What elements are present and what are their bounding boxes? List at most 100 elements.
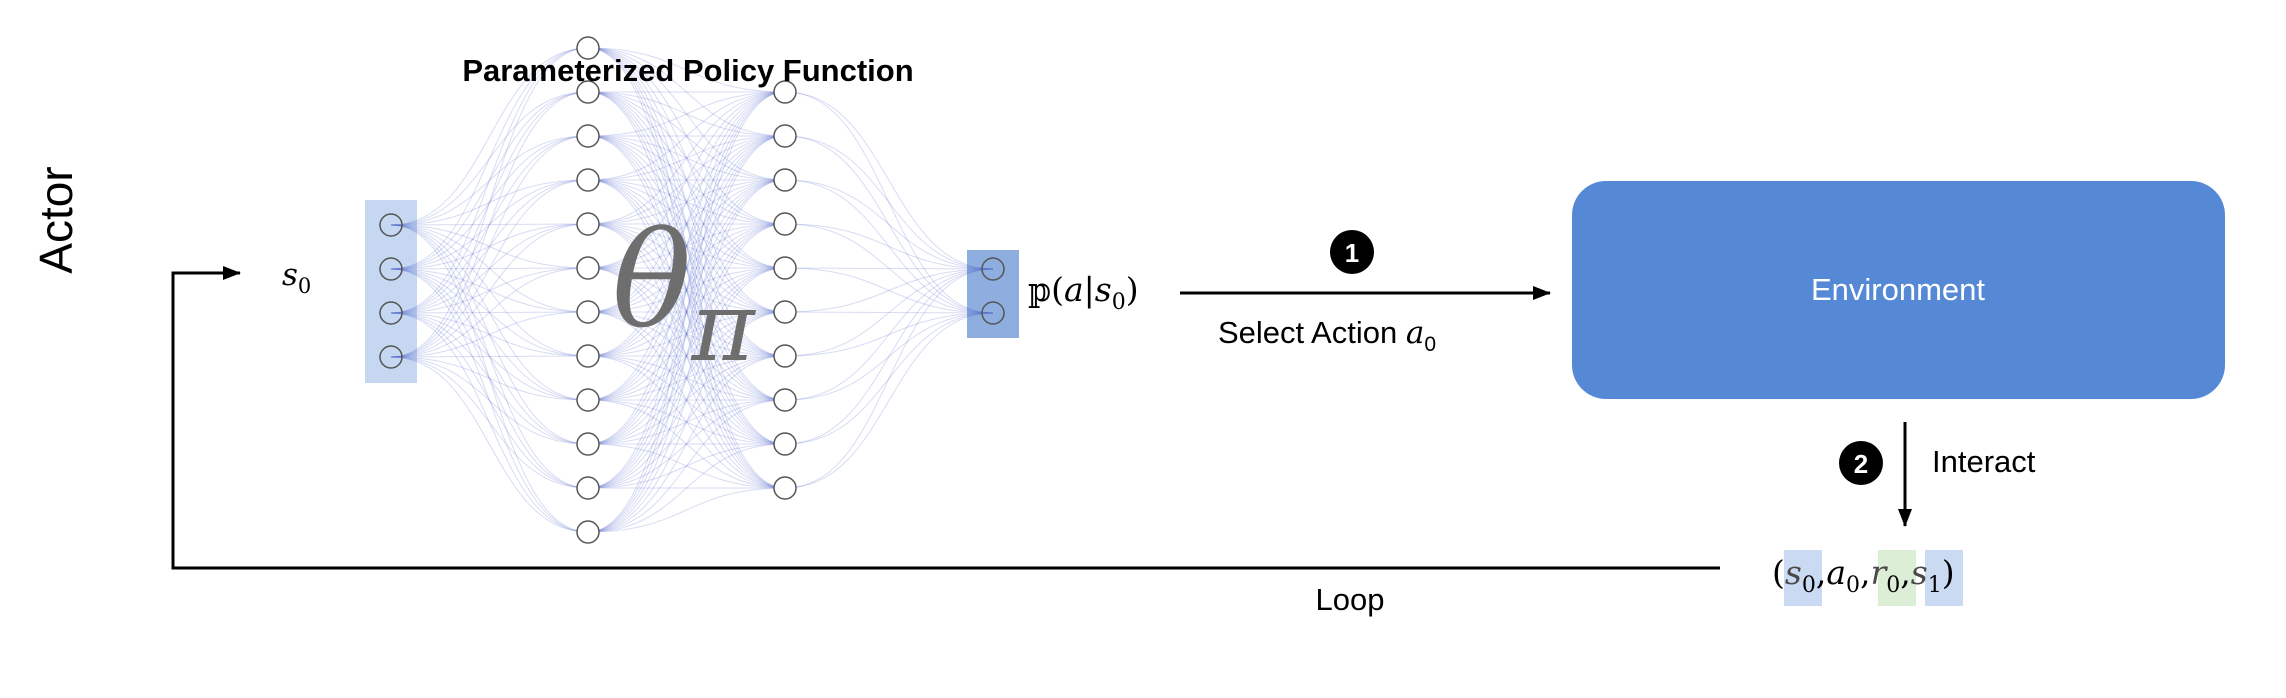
network-node: [576, 432, 600, 456]
network-edge: [390, 268, 589, 489]
network-edge: [390, 311, 589, 358]
network-edge: [587, 355, 786, 489]
network-edge: [587, 443, 786, 489]
network-edge: [587, 223, 786, 445]
network-edge: [587, 91, 786, 401]
network-edge: [587, 179, 786, 225]
network-edge: [587, 267, 786, 489]
network-edge: [587, 399, 786, 445]
step2-badge: [1839, 441, 1883, 485]
select-action-var: a: [1406, 315, 1424, 351]
network-edge: [587, 179, 786, 269]
tuple-a0-sub: 0: [1846, 573, 1860, 598]
network-node: [773, 124, 797, 148]
network-edge: [587, 267, 786, 445]
network-node: [773, 476, 797, 500]
network-edge: [587, 47, 786, 181]
network-edge: [587, 91, 786, 357]
network-edge: [587, 311, 786, 445]
input-state-subscript: 0: [298, 274, 311, 298]
network-node: [576, 344, 600, 368]
network-edge: [784, 268, 994, 489]
network-edge: [587, 91, 786, 533]
theta-pi-symbol: θπ: [612, 204, 756, 383]
s1-highlight: [1925, 550, 1963, 606]
network-edge: [390, 47, 589, 314]
network-edge: [390, 312, 589, 489]
network-edge: [587, 223, 786, 401]
network-edge: [390, 135, 589, 358]
prob-suffix: ): [1126, 270, 1139, 309]
network-node: [576, 36, 600, 60]
network-edge: [587, 135, 786, 445]
network-edge: [587, 355, 786, 401]
network-edge: [390, 179, 589, 270]
network-edge: [390, 356, 589, 533]
network-edge: [587, 179, 786, 445]
network-edge: [587, 355, 786, 445]
network-edge: [784, 179, 994, 314]
network-edge: [390, 356, 589, 489]
network-edge: [390, 47, 589, 358]
step2-badge-number: 2: [1854, 449, 1868, 479]
network-edge: [390, 91, 589, 358]
network-edge: [784, 135, 994, 314]
network-edge: [390, 312, 589, 533]
network-edge: [587, 223, 786, 401]
network-edge: [784, 268, 994, 313]
network-edge: [784, 223, 994, 270]
network-edge: [390, 356, 589, 401]
network-edge: [587, 267, 786, 445]
network-edge: [587, 91, 786, 225]
network-edge: [587, 223, 786, 357]
step1-badge: [1330, 230, 1374, 274]
network-edge: [587, 91, 786, 269]
network-edge: [587, 311, 786, 357]
network-edge: [587, 135, 786, 181]
network-edge: [587, 179, 786, 445]
tuple-r0: r: [1871, 553, 1889, 592]
network-edge: [587, 179, 786, 401]
network-node: [576, 476, 600, 500]
network-edge: [587, 487, 786, 533]
network-edge: [587, 399, 786, 489]
network-edge: [587, 267, 786, 401]
network-edge: [390, 312, 589, 357]
network-edge: [390, 179, 589, 314]
network-edge: [587, 355, 786, 533]
network-edge: [784, 312, 994, 445]
network-edge: [587, 179, 786, 225]
tuple-s1: s: [1911, 553, 1928, 592]
network-edge: [390, 268, 589, 313]
network-edge: [587, 135, 786, 357]
tuple-s0-sub: 0: [1802, 573, 1816, 598]
network-edge: [390, 267, 589, 270]
network-edge: [587, 311, 786, 489]
network-edge: [587, 47, 786, 445]
network-edges: [390, 47, 994, 533]
network-edge: [587, 443, 786, 489]
network-edge: [587, 135, 786, 313]
network-edge: [587, 135, 786, 269]
network-edge: [587, 223, 786, 533]
tuple-close: ): [1942, 553, 1955, 592]
prob-prefix: 𝕡(: [1028, 270, 1064, 309]
tuple-comma: ,: [1816, 553, 1827, 592]
network-edge: [587, 91, 786, 137]
network-edge: [587, 311, 786, 401]
network-edge: [390, 135, 589, 314]
network-edge: [390, 268, 589, 533]
network-edge: [390, 224, 589, 357]
output-probability: 𝕡(a|s0): [1028, 270, 1139, 315]
network-edge: [587, 91, 786, 137]
network-edge: [587, 223, 786, 269]
select-action-label: Select Action a0: [1218, 315, 1436, 356]
network-edge: [390, 47, 589, 270]
network-edge: [587, 311, 786, 489]
network-node: [981, 301, 1005, 325]
network-edge: [390, 91, 589, 270]
network-edge: [390, 355, 589, 358]
prob-subscript: 0: [1112, 290, 1126, 315]
